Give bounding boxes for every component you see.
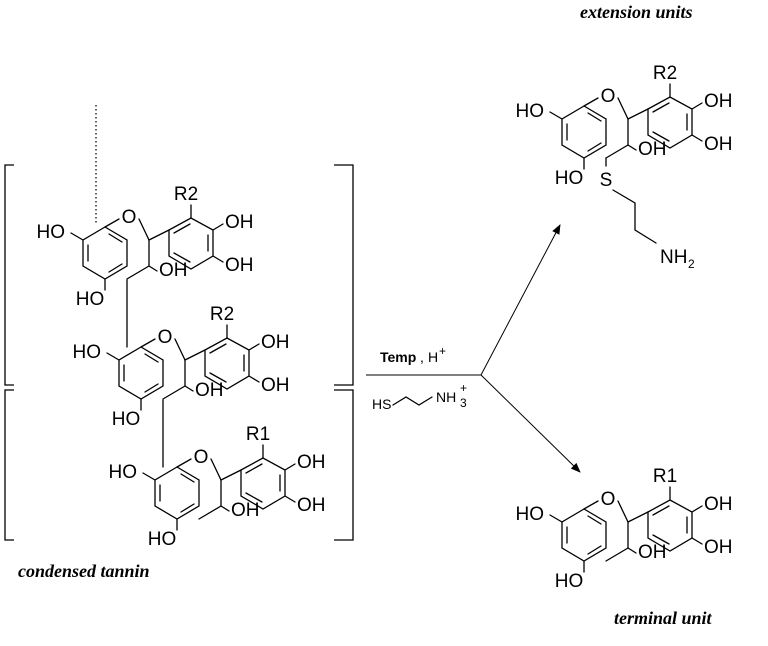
right-bracket-upper — [334, 164, 354, 386]
atom-label-oh: OH — [225, 212, 254, 233]
atom-label-nh-subscript: 2 — [688, 257, 695, 271]
condition-acid: H — [428, 349, 438, 365]
atom-label-o: O — [194, 447, 209, 468]
atom-label-oh: OH — [297, 495, 326, 516]
left-bracket-upper — [4, 164, 14, 386]
atom-label-o: O — [601, 86, 616, 107]
atom-label-oh: OH — [704, 537, 733, 558]
terminal-unit-structure: HO O HO OH R1 OH OH — [516, 466, 733, 592]
left-bracket-lower — [4, 389, 14, 541]
reagent-thiol: HS — [372, 396, 391, 412]
atom-label-oh: OH — [261, 332, 290, 353]
atom-label-oh: OH — [704, 134, 733, 155]
atom-label-oh: OH — [195, 380, 224, 401]
caption-condensed-tannin: condensed tannin — [18, 561, 150, 581]
arrow-to-extension-units — [480, 224, 561, 376]
atom-label-o: O — [122, 207, 137, 228]
tannin-unit-bottom: HO O HO OH R1 OH OH — [109, 424, 326, 550]
atom-label-oh: OH — [159, 260, 188, 281]
atom-label-ho: HO — [148, 529, 177, 550]
atom-label-nh: NH — [660, 247, 687, 268]
svg-text:+: + — [439, 344, 446, 358]
atom-label-r2: R2 — [210, 304, 234, 325]
atom-label-oh: OH — [704, 494, 733, 515]
atom-label-r2: R2 — [174, 184, 198, 205]
atom-label-oh: OH — [297, 452, 326, 473]
reagent-chain — [392, 396, 433, 406]
extension-unit-structure: HO O HO OH R2 OH OH S NH 2 — [516, 63, 733, 271]
atom-label-oh: OH — [225, 255, 254, 276]
atom-label-r1: R1 — [246, 424, 270, 445]
condition-temp: Temp — [380, 349, 416, 365]
arrow-to-terminal-unit — [480, 374, 581, 473]
atom-label-oh: OH — [704, 91, 733, 112]
caption-extension-units: extension units — [580, 2, 693, 22]
atom-label-o: O — [158, 327, 173, 348]
caption-terminal-unit: terminal unit — [614, 608, 713, 628]
atom-label-ho: HO — [516, 101, 545, 122]
svg-text:3: 3 — [460, 396, 467, 410]
atom-label-ho: HO — [516, 504, 545, 525]
atom-label-oh: OH — [231, 500, 260, 521]
tannin-unit-middle: HO O HO OH R2 OH OH — [73, 304, 290, 430]
atom-label-ho: HO — [37, 222, 66, 243]
atom-label-ho: HO — [555, 168, 584, 189]
svg-text:,: , — [420, 349, 424, 365]
atom-label-s: S — [600, 170, 613, 191]
reagent-amine: NH — [436, 389, 456, 405]
atom-label-oh: OH — [638, 139, 667, 160]
atom-label-ho: HO — [109, 462, 138, 483]
tannin-unit-top: HO O HO OH R2 OH OH — [37, 184, 254, 310]
atom-label-r2: R2 — [653, 63, 677, 84]
atom-label-ho: HO — [73, 342, 102, 363]
atom-label-ho: HO — [76, 289, 105, 310]
atom-label-oh: OH — [638, 542, 667, 563]
atom-label-o: O — [601, 489, 616, 510]
atom-label-ho: HO — [555, 571, 584, 592]
right-bracket-lower — [334, 389, 354, 541]
atom-label-r1: R1 — [653, 466, 677, 487]
svg-text:+: + — [460, 381, 467, 395]
atom-label-ho: HO — [112, 409, 141, 430]
atom-label-oh: OH — [261, 375, 290, 396]
